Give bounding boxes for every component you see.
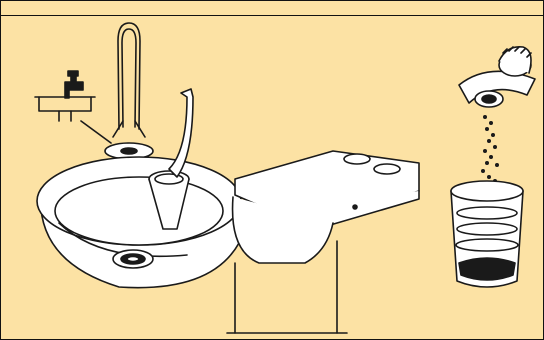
faucet-icon <box>65 71 83 98</box>
basin-filter-tray-icon <box>35 97 111 143</box>
filter-holder-handle <box>113 23 145 137</box>
dental-unit-console <box>227 151 419 333</box>
collection-container <box>451 181 523 287</box>
falling-debris <box>479 115 499 185</box>
inverted-filter <box>459 47 535 107</box>
spittoon-bowl <box>37 157 242 288</box>
